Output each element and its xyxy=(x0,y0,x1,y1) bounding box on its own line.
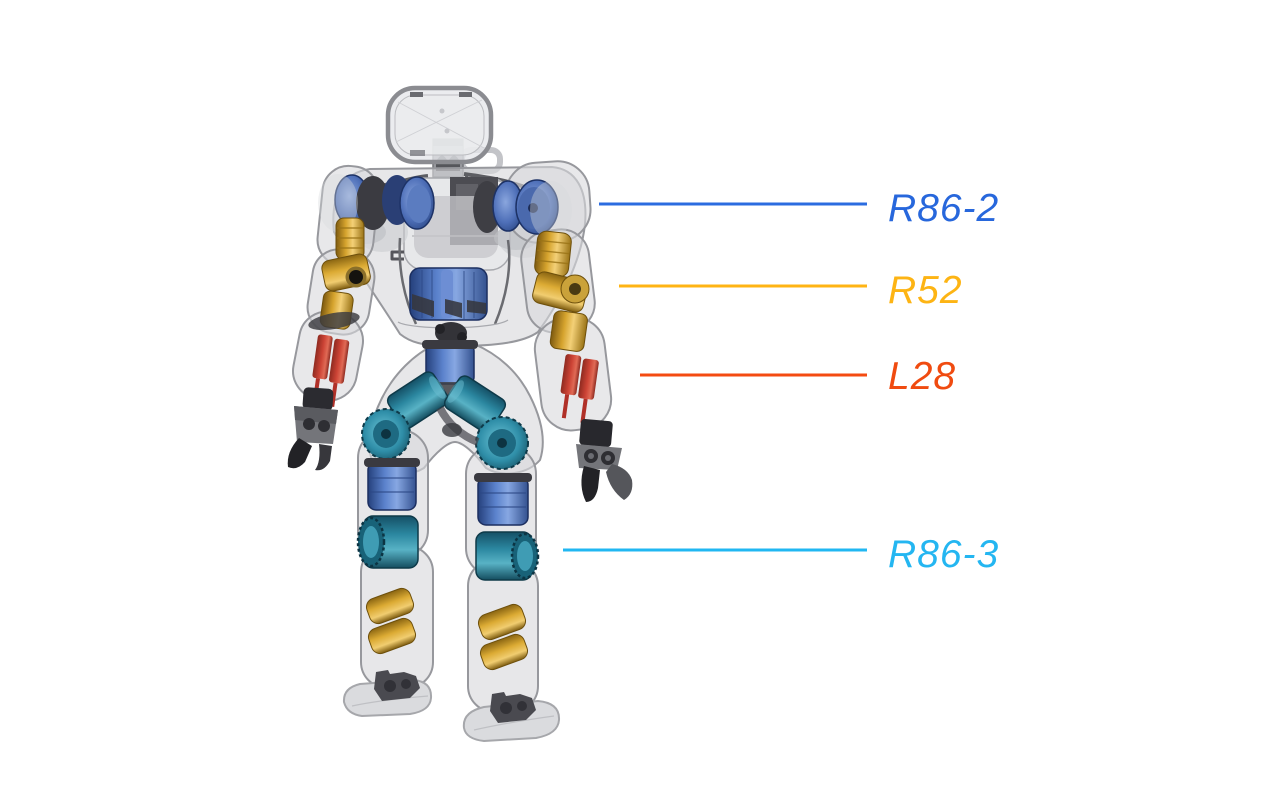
svg-text:R86-2: R86-2 xyxy=(888,187,999,230)
svg-text:R52: R52 xyxy=(888,269,963,312)
svg-text:L28: L28 xyxy=(888,355,956,398)
svg-text:R86-3: R86-3 xyxy=(888,533,999,576)
